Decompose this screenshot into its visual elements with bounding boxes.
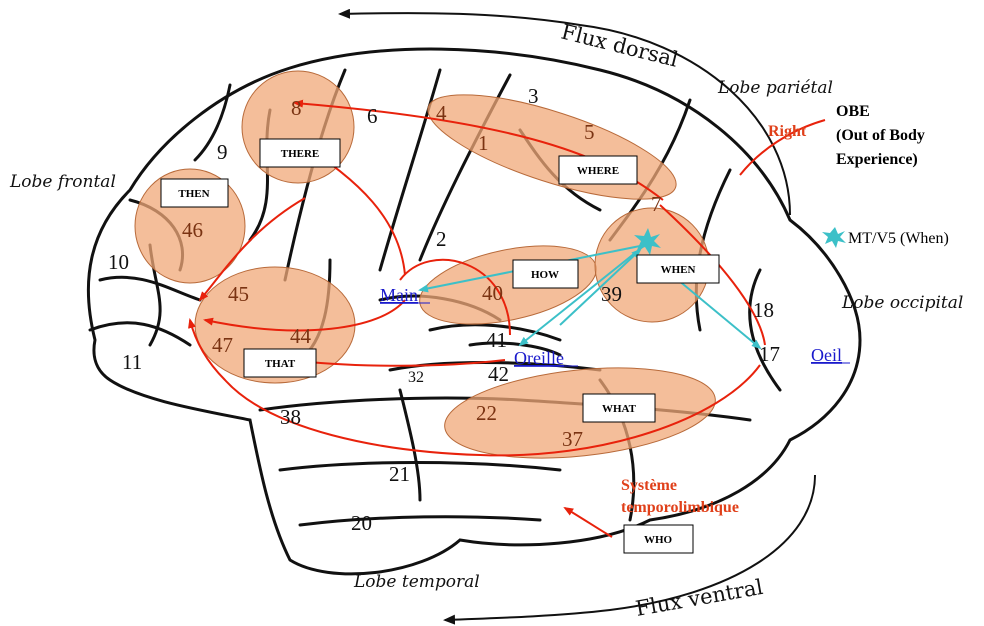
svg-text:THAT: THAT <box>265 358 296 370</box>
mt-v5-star-icon <box>634 228 661 255</box>
area-45: 45 <box>228 282 249 306</box>
area-10: 10 <box>108 250 129 274</box>
flux-ventral-label: Flux ventral <box>634 575 765 621</box>
region-where <box>427 94 677 200</box>
svg-text:WHEN: WHEN <box>661 264 696 276</box>
area-17: 17 <box>759 342 780 366</box>
mt-v5-legend: MT/V5 (When) <box>848 230 949 247</box>
flux-ventral-arrow <box>443 474 816 625</box>
limbic-line2: temporolimbique <box>621 499 739 516</box>
box-how: HOW <box>512 259 579 289</box>
box-who: WHO <box>623 524 694 554</box>
area-5: 5 <box>584 120 595 144</box>
lobe-temporal-label: Lobe temporal <box>353 572 480 592</box>
oreille-link[interactable]: Oreille <box>514 348 564 368</box>
area-9: 9 <box>217 140 228 164</box>
area-32: 32 <box>408 369 424 386</box>
lobe-frontal-label: Lobe frontal <box>9 172 116 192</box>
box-what: WHAT <box>582 393 656 423</box>
lobe-parietal-label: Lobe pariétal <box>717 78 833 98</box>
box-there: THERE <box>259 138 341 168</box>
svg-text:THEN: THEN <box>178 188 209 200</box>
area-41: 41 <box>486 328 507 352</box>
flux-dorsal-arrow <box>338 8 791 216</box>
area-11: 11 <box>122 350 142 374</box>
area-3: 3 <box>528 84 539 108</box>
lobe-occipital-label: Lobe occipital <box>841 293 963 313</box>
area-22: 22 <box>476 401 497 425</box>
area-2: 2 <box>436 227 447 251</box>
legend-star-icon <box>822 227 846 248</box>
area-39: 39 <box>601 282 622 306</box>
area-42: 42 <box>488 362 509 386</box>
brain-outline <box>86 47 862 576</box>
svg-text:HOW: HOW <box>531 269 559 281</box>
box-that: THAT <box>243 348 317 378</box>
obe-line2: (Out of Body <box>836 127 925 144</box>
area-37: 37 <box>562 427 583 451</box>
main-link[interactable]: Main <box>380 285 418 305</box>
svg-text:WHERE: WHERE <box>577 165 619 177</box>
obe-right-label: Right <box>768 123 807 140</box>
oeil-link[interactable]: Oeil <box>811 345 842 365</box>
area-7: 7 <box>651 192 662 216</box>
obe-title: OBE <box>836 103 870 120</box>
box-then: THEN <box>160 178 229 208</box>
area-44: 44 <box>290 324 312 348</box>
area-8: 8 <box>291 96 302 120</box>
limbic-line1: Système <box>621 477 677 494</box>
area-46: 46 <box>182 218 203 242</box>
area-18: 18 <box>753 298 774 322</box>
area-38: 38 <box>280 405 301 429</box>
area-21: 21 <box>389 462 410 486</box>
area-47: 47 <box>212 333 233 357</box>
area-6: 6 <box>367 104 378 128</box>
area-1: 1 <box>478 131 489 155</box>
obe-line3: Experience) <box>836 151 918 168</box>
svg-text:WHO: WHO <box>644 534 673 546</box>
area-4: 4 <box>436 101 447 125</box>
box-where: WHERE <box>558 155 638 185</box>
svg-text:THERE: THERE <box>281 148 320 160</box>
area-20: 20 <box>351 511 372 535</box>
area-40: 40 <box>482 281 503 305</box>
region-what <box>444 367 716 459</box>
box-when: WHEN <box>636 254 720 284</box>
svg-text:WHAT: WHAT <box>602 403 637 415</box>
